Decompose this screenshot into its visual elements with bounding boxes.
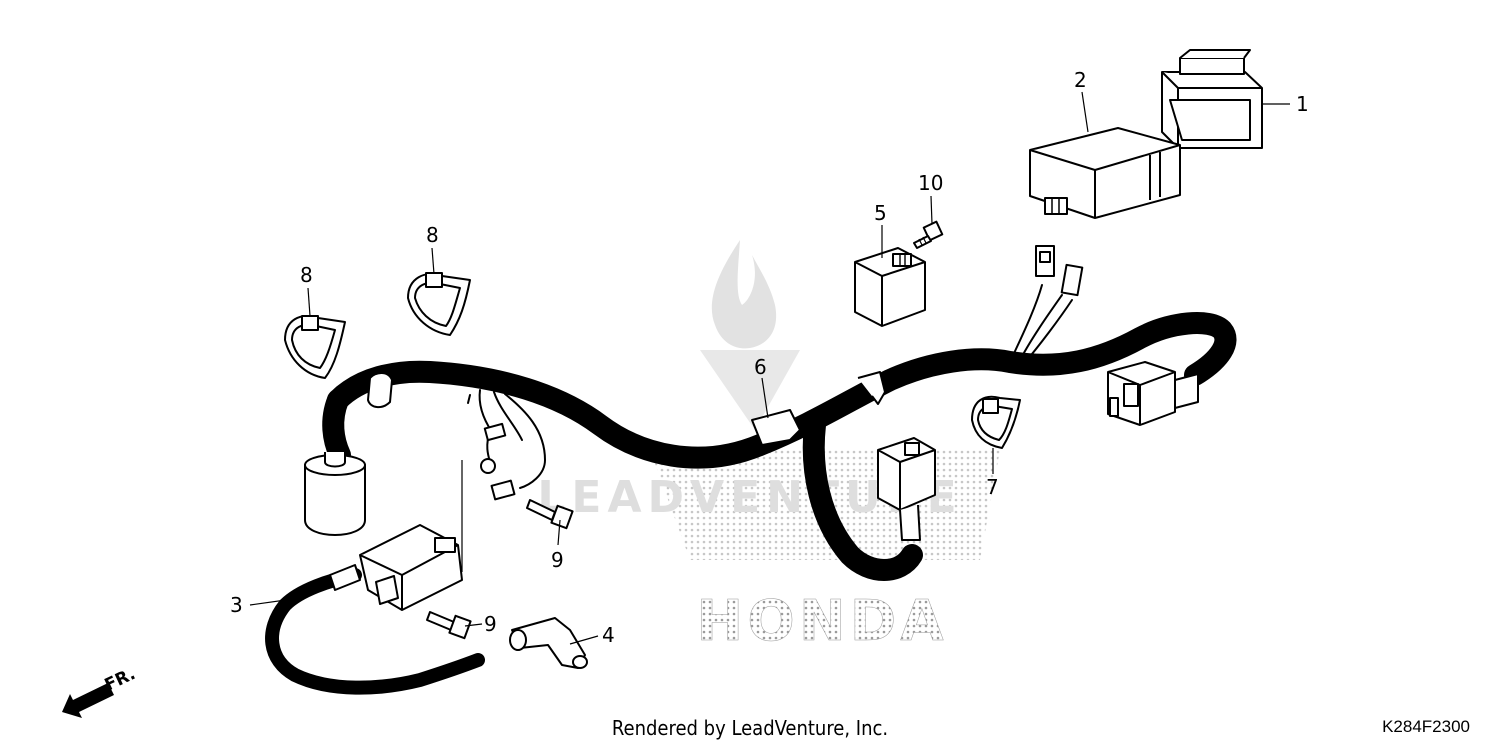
footer-credit: Rendered by LeadVenture, Inc.	[611, 716, 889, 740]
callout-8-left: 8	[300, 263, 313, 287]
callout-6: 6	[754, 355, 767, 379]
callout-10: 10	[918, 171, 943, 195]
part-2-control-module	[1029, 127, 1181, 219]
part-9-bolt-lower	[426, 611, 472, 640]
part-10-screw	[913, 220, 944, 249]
watermark-word-bottom: HONDA	[696, 589, 947, 654]
callout-4: 4	[602, 623, 615, 647]
callout-3: 3	[230, 593, 243, 617]
part-9-bolt-upper	[526, 499, 574, 530]
callout-9-upper: 9	[551, 548, 564, 572]
callouts: 1 2 3 4 5 6 7 8 8 9 9 10	[230, 68, 1309, 647]
part-7-cable-tie	[971, 395, 1021, 449]
callout-9-lower: 9	[484, 612, 497, 636]
part-8-cable-tie-left	[284, 315, 346, 379]
callout-1: 1	[1296, 92, 1309, 116]
callout-7: 7	[986, 475, 999, 499]
main-wire-harness	[322, 245, 1237, 581]
front-direction-indicator: FR.	[62, 664, 139, 718]
part-5-relay	[854, 247, 926, 327]
part-8-cable-tie-right	[407, 272, 471, 336]
leader-lines	[249, 91, 1290, 645]
callout-2: 2	[1074, 68, 1087, 92]
callout-5: 5	[874, 201, 887, 225]
diagram-code: K284F2300	[1382, 717, 1470, 736]
part-4-plug-cap	[509, 617, 588, 669]
callout-8-right: 8	[426, 223, 439, 247]
canister	[304, 452, 366, 536]
part-1-connector-housing	[1161, 49, 1263, 149]
part-3-ignition-coil	[265, 460, 485, 695]
front-arrow-icon	[62, 683, 114, 718]
front-label: FR.	[102, 664, 139, 695]
